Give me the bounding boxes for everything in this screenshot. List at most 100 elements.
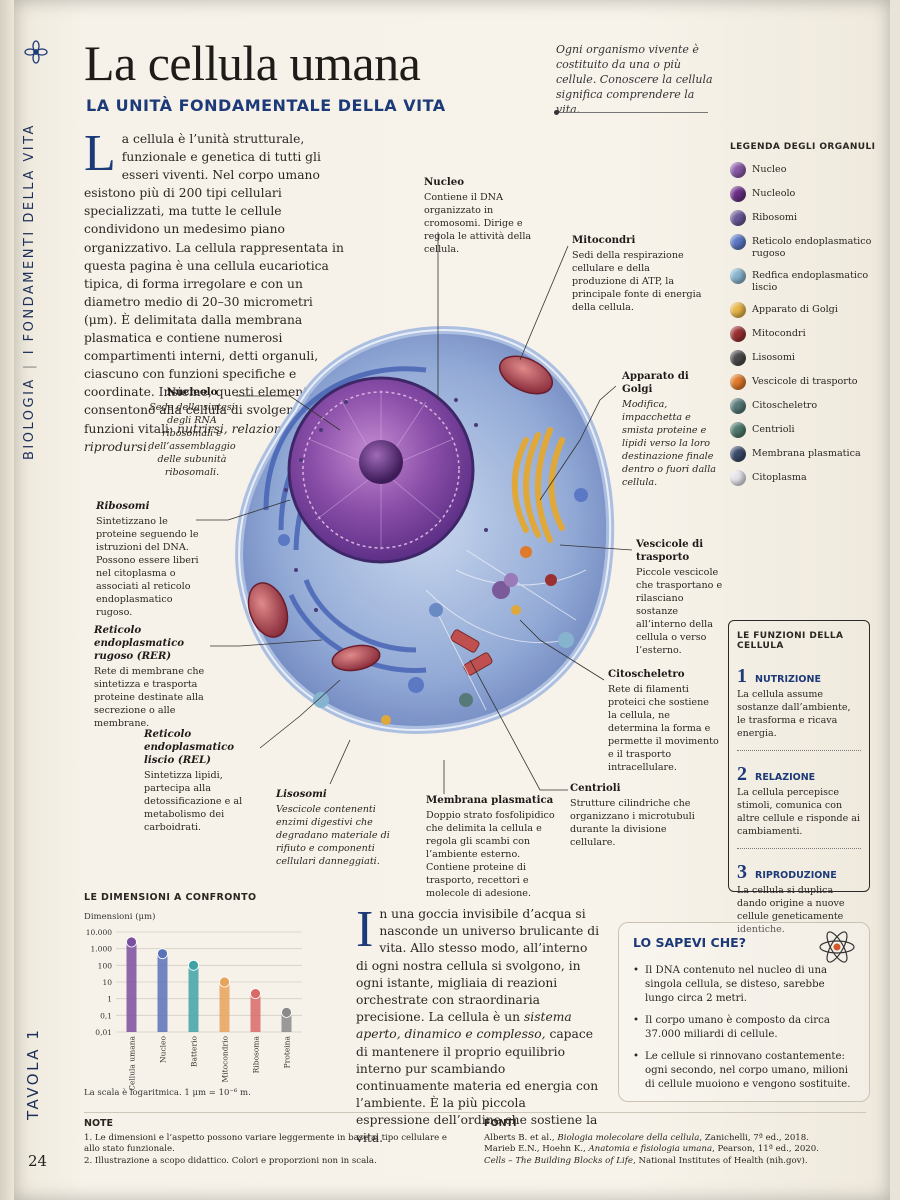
legend-label: Membrana plasmatica	[752, 448, 861, 459]
callout-ribosomi: Ribosomi Sintetizzano le proteine seguen…	[96, 500, 202, 619]
chart-ytick-label: 10.000	[86, 928, 112, 937]
chart-category-label: Ribosoma	[252, 1035, 261, 1073]
chart-bar	[188, 965, 199, 1032]
legend-label: Vescicole di trasporto	[752, 376, 858, 387]
legend-title: LEGENDA DEGLI ORGANULI	[730, 142, 876, 152]
atom-icon	[819, 931, 855, 963]
chart-ytick-label: 100	[98, 961, 113, 970]
legend-label: Redfica endoplasmatico liscio	[752, 270, 869, 293]
chart-ytick-label: 1.000	[91, 945, 113, 954]
page-number: 24	[28, 1152, 48, 1170]
note-item: 1. Le dimensioni e l’aspetto possono var…	[84, 1132, 448, 1155]
chart-title: LE DIMENSIONI A CONFRONTO	[84, 892, 257, 903]
chart-bar-cap	[126, 936, 137, 948]
legend-item: Redfica endoplasmatico liscio	[730, 268, 880, 294]
side-section: I FONDAMENTI DELLA VITA	[22, 123, 37, 355]
legend-label: Nucleolo	[752, 188, 796, 199]
chart-category-label: Mitocondrio	[221, 1036, 230, 1083]
legend-label: Mitocondri	[752, 328, 806, 339]
function-text: La cellula assume sostanze dall’ambiente…	[737, 689, 851, 739]
chart-bar-cap	[188, 959, 199, 971]
cell-illustration	[235, 326, 615, 735]
callout-rel-text: Sintetizza lipidi, partecipa alla detoss…	[144, 770, 243, 833]
callout-rel-title: Reticolo endoplasmatico liscio (REL)	[144, 728, 235, 766]
did-you-know-list: Il DNA contenuto nel nucleo di una singo…	[633, 964, 855, 1092]
callout-citoscheletro-text: Rete di filamenti proteici che sostiene …	[608, 684, 719, 773]
callout-rer-title: Reticolo endoplasmatico rugoso (RER)	[94, 624, 185, 662]
legend-label: Lisosomi	[752, 352, 796, 363]
mitochondria	[247, 355, 554, 672]
legend-item: Vescicole di trasporto	[730, 374, 880, 390]
chart-ytick-label: 0,1	[100, 1011, 112, 1020]
callout-mitocondri: Mitocondri Sedi della respirazione cellu…	[572, 234, 702, 314]
legend-label: Citoscheletro	[752, 400, 818, 411]
legend-item: Ribosomi	[730, 210, 880, 226]
chart-bar	[250, 993, 261, 1032]
function-number: 3	[737, 861, 747, 883]
fact-item: Il DNA contenuto nel nucleo di una singo…	[633, 964, 855, 1006]
legend-item: Membrana plasmatica	[730, 446, 880, 462]
nucleolus	[359, 440, 403, 484]
chart-category-label: Batterio	[190, 1036, 199, 1067]
size-comparison-chart: LE DIMENSIONI A CONFRONTO Dimensioni (μm…	[84, 892, 314, 1102]
chart-bar	[281, 1012, 292, 1032]
legend-swatch	[730, 234, 746, 250]
source-item: Marieb E.N., Hoehn K., Anatomia e fisiol…	[484, 1144, 819, 1154]
chart-category-label: Proteina	[283, 1035, 292, 1068]
function-name: RELAZIONE	[755, 772, 816, 783]
legend-swatch	[730, 326, 746, 342]
chart-bar	[157, 953, 168, 1032]
callout-membrana-title: Membrana plasmatica	[426, 794, 554, 806]
chart-bar-cap	[281, 1006, 292, 1018]
callout-lisosomi-text: Vescicole contenenti enzimi digestivi ch…	[276, 804, 390, 867]
page-subtitle: LA UNITÀ FONDAMENTALE DELLA VITA	[86, 96, 446, 115]
legend-swatch	[730, 398, 746, 414]
legend-label: Nucleo	[752, 164, 787, 175]
did-you-know-box: LO SAPEVI CHE? Il DNA contenuto nel nucl…	[618, 922, 870, 1102]
functions-title: LE FUNZIONI DELLA CELLULA	[737, 631, 844, 651]
callout-rer-text: Rete di membrane che sintetizza e traspo…	[94, 666, 205, 729]
header-quote: Ogni organismo vivente è costituito da u…	[556, 43, 713, 116]
flower-icon	[24, 40, 48, 64]
sources-section: FONTI Alberts B. et al., Biologia moleco…	[484, 1118, 864, 1167]
callout-citoscheletro: Citoscheletro Rete di filamenti proteici…	[608, 668, 720, 774]
middle-text-a: n una goccia invisibile d’acqua si nasco…	[356, 907, 600, 1025]
callout-rel: Reticolo endoplasmatico liscio (REL) Sin…	[144, 728, 264, 834]
chart-ylabel: Dimensioni (μm)	[84, 912, 156, 922]
legend-swatch	[730, 446, 746, 462]
chart-note: La scala è logaritmica. 1 μm = 10⁻⁶ m.	[84, 1088, 251, 1098]
source-item: Alberts B. et al., Biologia molecolare d…	[484, 1132, 809, 1143]
legend-item: Nucleo	[730, 162, 880, 178]
side-label: BIOLOGIA|I FONDAMENTI DELLA VITA TAVOLA …	[20, 40, 54, 1190]
callout-centrioli: Centrioli Strutture cilindriche che orga…	[570, 782, 700, 849]
callout-golgi: Apparato di Golgi Modifica, impacchetta …	[622, 370, 722, 489]
chart-category-label: Nucleo	[159, 1036, 168, 1063]
legend-item: Centrioli	[730, 422, 880, 438]
function-name: NUTRIZIONE	[755, 674, 821, 685]
legend-label: Ribosomi	[752, 212, 798, 223]
tavola-label: TAVOLA 1	[24, 1027, 42, 1120]
callout-membrana: Membrana plasmatica Doppio strato fosfol…	[426, 794, 558, 900]
chart-category-label: Cellula umana	[128, 1035, 137, 1090]
callout-golgi-title: Apparato di Golgi	[622, 370, 689, 395]
function-number: 2	[737, 763, 747, 785]
legend-item: Citoscheletro	[730, 398, 880, 414]
callout-ribosomi-text: Sintetizzano le proteine seguendo le ist…	[96, 516, 199, 618]
chart-ytick-label: 0,01	[95, 1028, 112, 1037]
callout-citoscheletro-title: Citoscheletro	[608, 668, 685, 680]
callout-mitocondri-text: Sedi della respirazione cellulare e dell…	[572, 250, 702, 313]
chart-bar-cap	[250, 988, 261, 1000]
callout-nucleolo-title: Nucleolo	[166, 386, 218, 398]
callout-nucleo: Nucleo Contiene il DNA organizzato in cr…	[424, 176, 548, 256]
legend-swatch	[730, 302, 746, 318]
legend-swatch	[730, 268, 746, 284]
note-item: 2. Illustrazione a scopo didattico. Colo…	[84, 1155, 377, 1166]
legend-label: Citoplasma	[752, 472, 807, 483]
callout-vescicole-text: Piccole vescicole che trasportano e rila…	[636, 567, 723, 656]
callout-rer: Reticolo endoplasmatico rugoso (RER) Ret…	[94, 624, 212, 730]
